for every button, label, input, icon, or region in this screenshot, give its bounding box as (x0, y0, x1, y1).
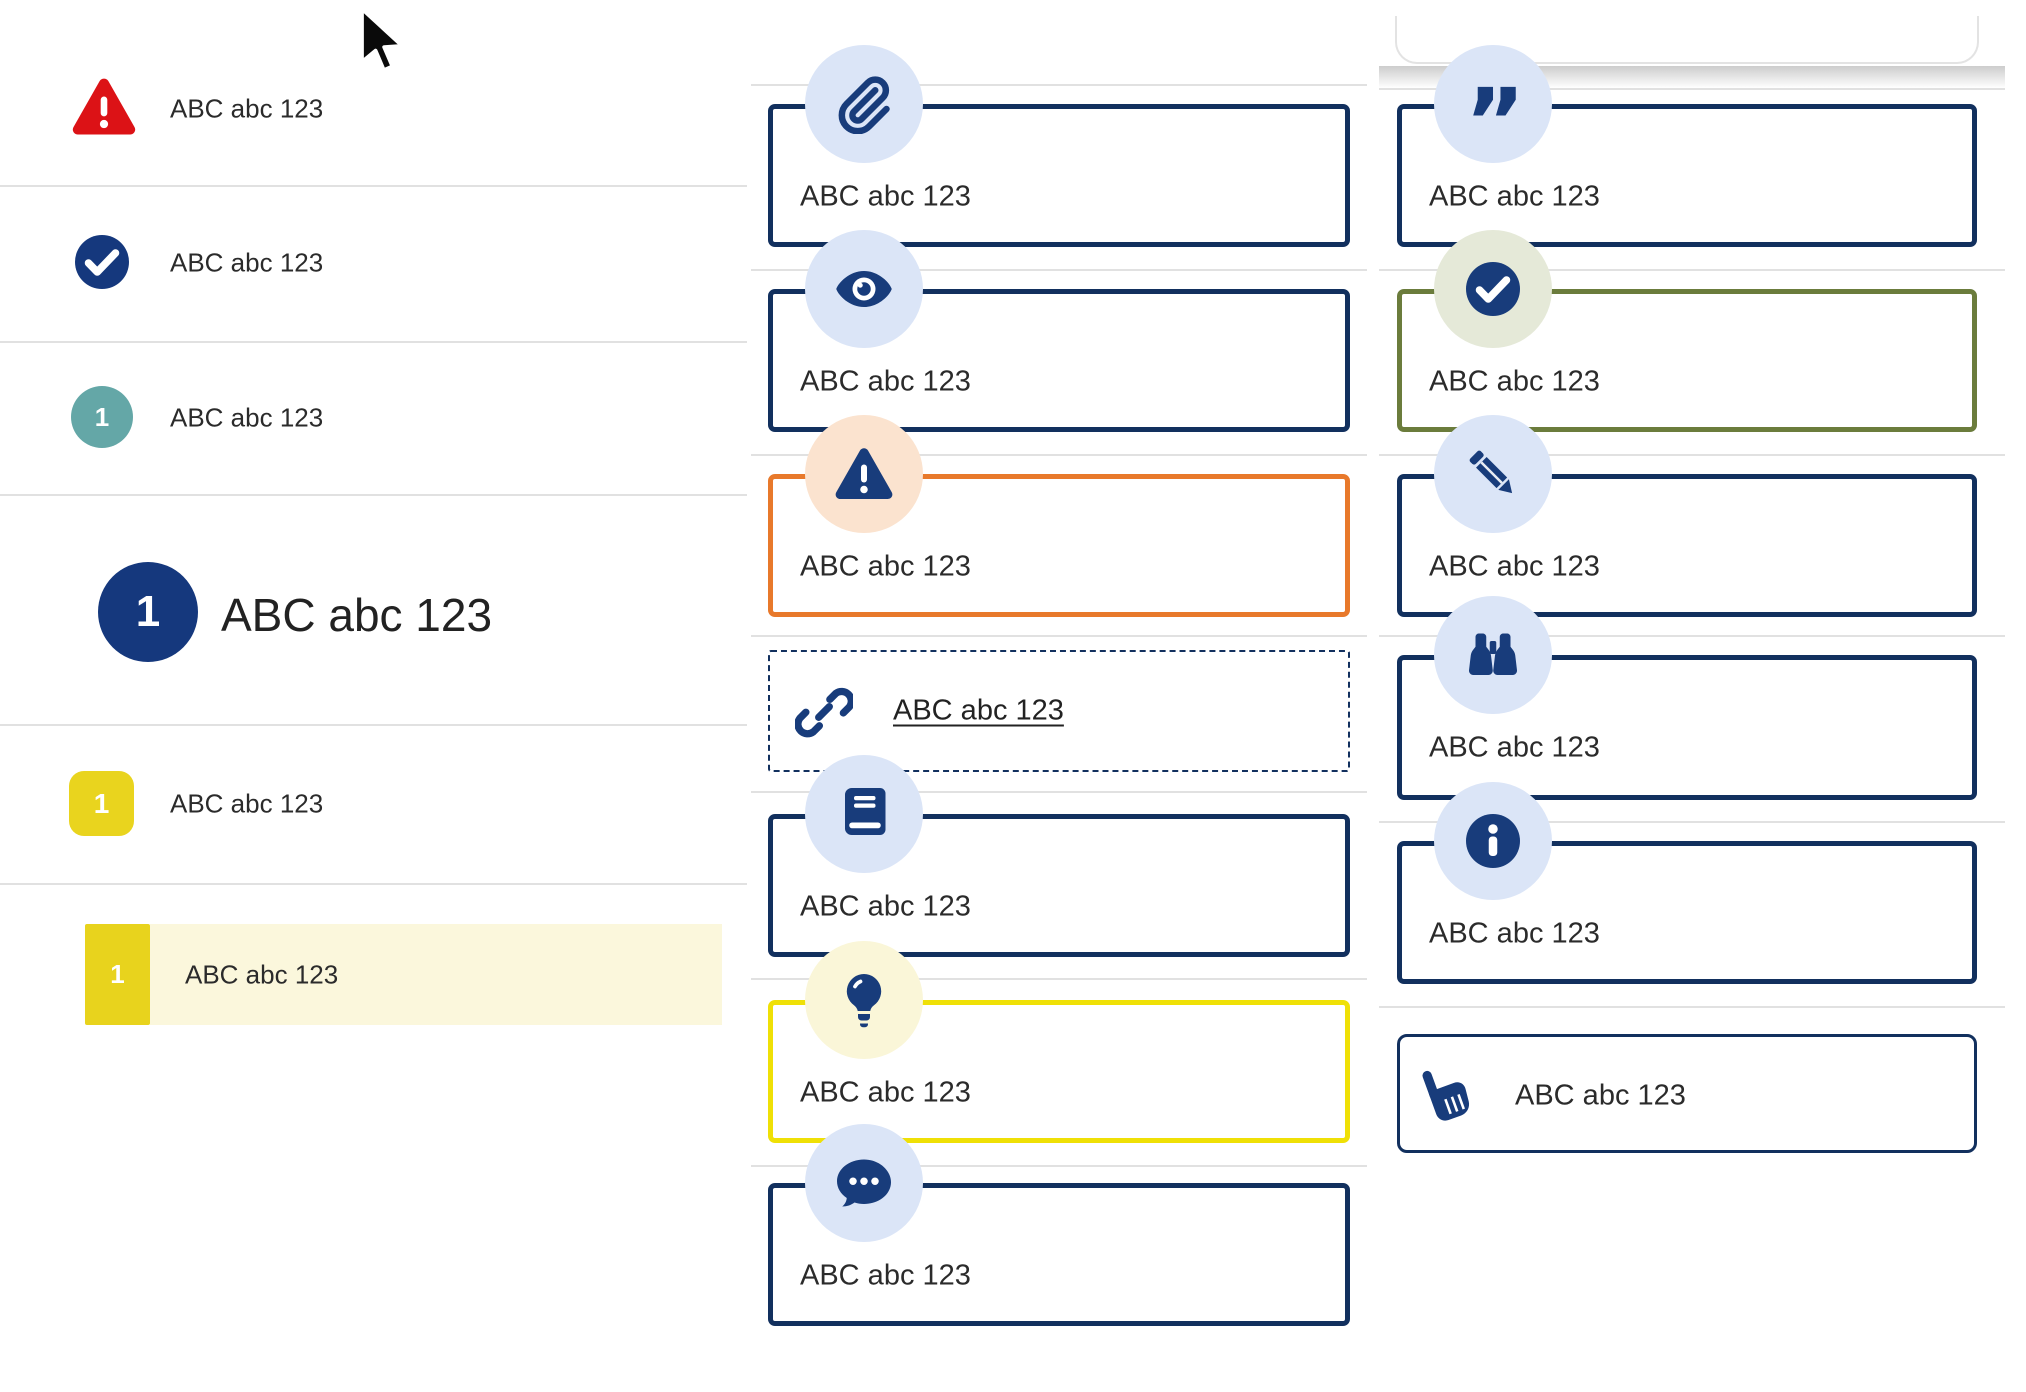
mouse-cursor-icon (358, 6, 406, 76)
callout-label: ABC abc 123 (1429, 731, 1600, 764)
callout-label: ABC abc 123 (800, 1259, 971, 1292)
divider (1379, 88, 2005, 90)
teal-number-badge: 1 (71, 386, 133, 448)
divider (0, 883, 747, 885)
highlighted-list-row[interactable] (150, 924, 722, 1025)
list-item-label-large: ABC abc 123 (221, 589, 493, 641)
divider (751, 269, 1367, 271)
hand-pointer-icon (1416, 1060, 1478, 1128)
navy-number-badge-large: 1 (98, 562, 198, 662)
callout-label: ABC abc 123 (800, 180, 971, 213)
info-icon (1434, 782, 1552, 900)
inline-link[interactable]: ABC abc 123 (893, 694, 1064, 727)
divider (0, 724, 747, 726)
list-item-label: ABC abc 123 (185, 959, 339, 990)
pencil-icon (1434, 415, 1552, 533)
callout-label: ABC abc 123 (800, 365, 971, 398)
divider (1379, 269, 2005, 271)
divider (0, 341, 747, 343)
check-circle-icon (72, 232, 132, 292)
divider (1379, 635, 2005, 637)
divider (0, 494, 747, 496)
check-circle-icon (1434, 230, 1552, 348)
lightbulb-icon (805, 941, 923, 1059)
callout-label: ABC abc 123 (800, 890, 971, 923)
callout-label: ABC abc 123 (1429, 180, 1600, 213)
list-item-label: ABC abc 123 (170, 788, 324, 819)
callout-label: ABC abc 123 (800, 1076, 971, 1109)
callout-label: ABC abc 123 (1429, 550, 1600, 583)
callout-box-link (768, 650, 1350, 772)
warning-triangle-icon (71, 74, 137, 140)
divider (1379, 1006, 2005, 1008)
chat-bubble-icon (805, 1124, 923, 1242)
callout-label: ABC abc 123 (1515, 1079, 1686, 1112)
divider (0, 185, 747, 187)
divider (751, 791, 1367, 793)
divider (751, 84, 1367, 86)
list-item-label: ABC abc 123 (170, 93, 324, 124)
list-item-label: ABC abc 123 (170, 247, 324, 278)
callout-box-action[interactable] (1397, 1034, 1977, 1153)
divider (1379, 821, 2005, 823)
divider (751, 978, 1367, 980)
binoculars-icon (1434, 596, 1552, 714)
divider (751, 454, 1367, 456)
yellow-number-badge: 1 (69, 771, 134, 836)
divider (1379, 454, 2005, 456)
callout-label: ABC abc 123 (1429, 365, 1600, 398)
paperclip-icon (805, 45, 923, 163)
divider (751, 1165, 1367, 1167)
list-item-label: ABC abc 123 (170, 402, 324, 433)
divider (751, 635, 1367, 637)
eye-icon (805, 230, 923, 348)
warning-triangle-icon (805, 415, 923, 533)
callout-label: ABC abc 123 (800, 550, 971, 583)
link-icon (794, 680, 855, 744)
quote-icon: ” (1434, 45, 1552, 169)
callout-label: ABC abc 123 (1429, 917, 1600, 950)
book-icon (805, 755, 923, 873)
yellow-number-tab: 1 (85, 924, 150, 1025)
